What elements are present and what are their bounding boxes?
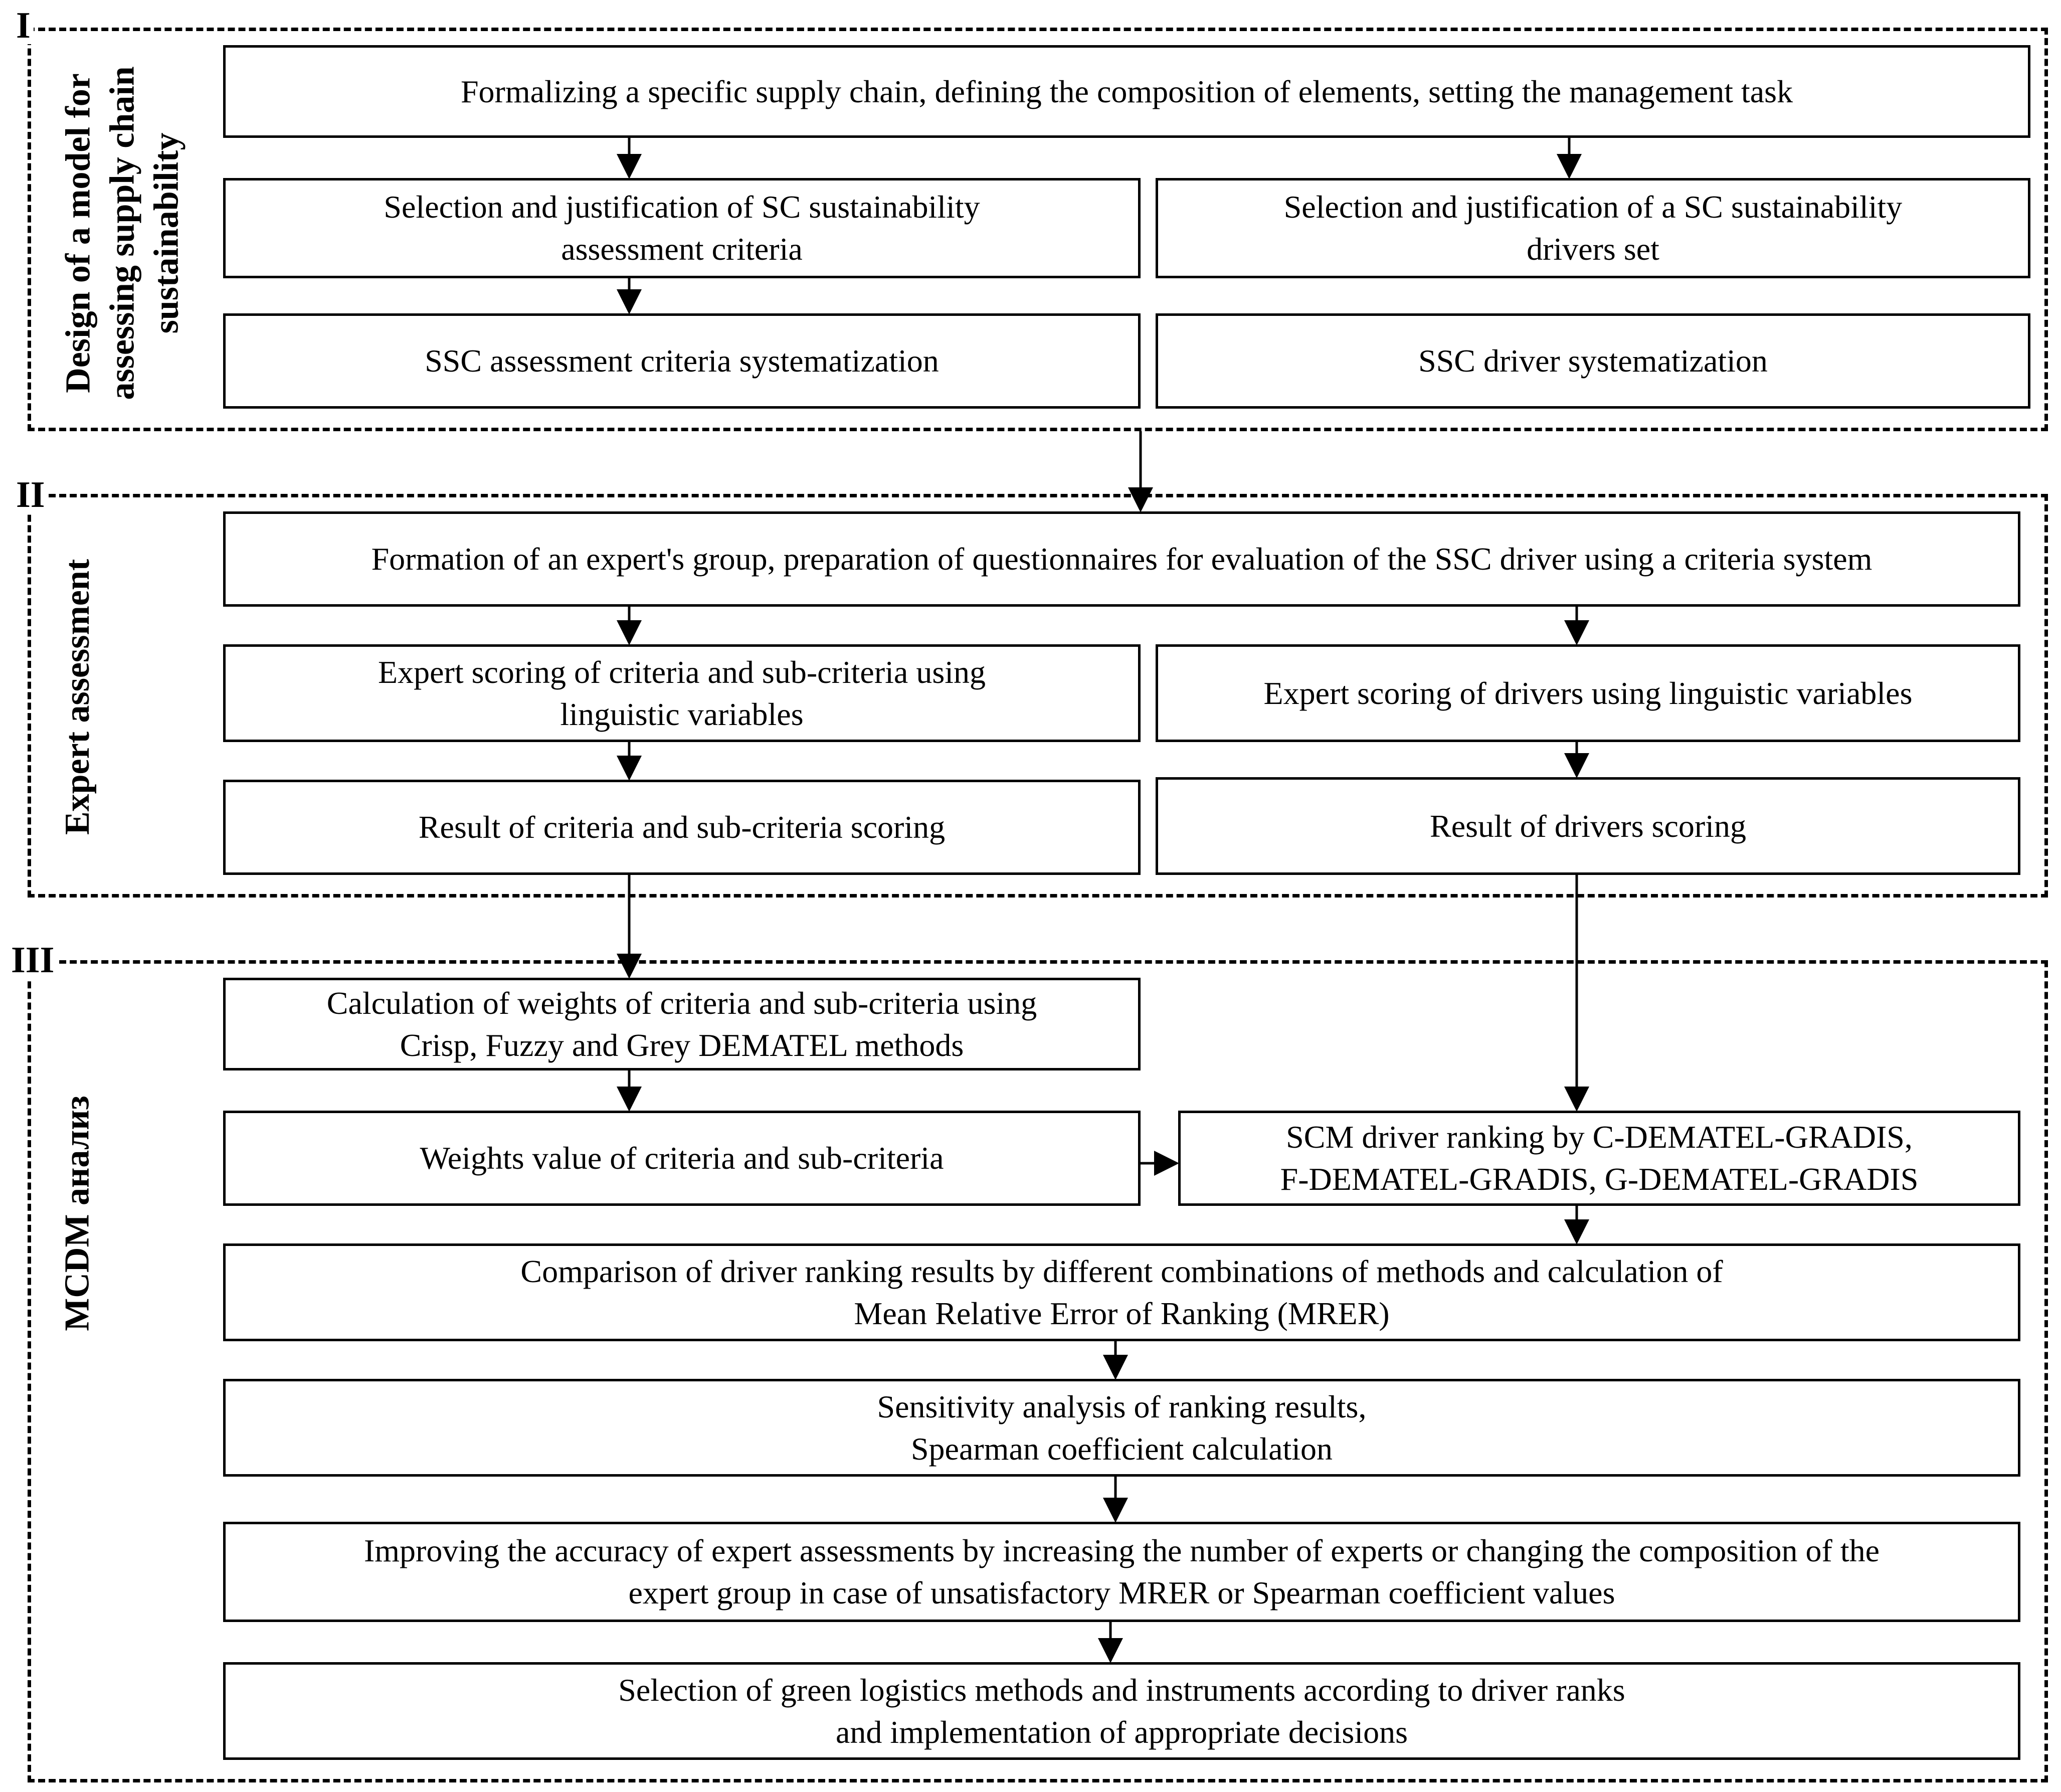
weights-calc-box: Calculation of weights of criteria and s… [223, 978, 1141, 1070]
drivers-scoring-line-1: Expert scoring of drivers using linguist… [1263, 675, 1913, 711]
criteria-scoring-line-1: Expert scoring of criteria and sub-crite… [378, 654, 986, 690]
expert-group-line-1: Formation of an expert's group, preparat… [371, 541, 1872, 577]
formalizing-box: Formalizing a specific supply chain, def… [223, 45, 2030, 138]
weights-calc-line-1: Calculation of weights of criteria and s… [326, 985, 1037, 1021]
driver-systematization-box: SSC driver systematization [1156, 313, 2030, 409]
criteria-selection-line-2: assessment criteria [561, 231, 803, 267]
weights-value-line-1: Weights value of criteria and sub-criter… [420, 1140, 944, 1176]
drivers-result-box: Result of drivers scoring [1156, 777, 2020, 875]
drivers-scoring-box: Expert scoring of drivers using linguist… [1156, 644, 2020, 742]
section-numeral-1: I [13, 7, 34, 44]
section-panel-3 [28, 960, 2048, 1782]
section-panel-1 [28, 28, 2048, 431]
expert-group-box: Formation of an expert's group, preparat… [223, 511, 2020, 607]
driver-ranking-box: SCM driver ranking by C-DEMATEL-GRADIS, … [1178, 1111, 2020, 1206]
weights-calc-line-2: Crisp, Fuzzy and Grey DEMATEL methods [400, 1027, 964, 1063]
criteria-scoring-box: Expert scoring of criteria and sub-crite… [223, 644, 1141, 742]
selection-green-line-1: Selection of green logistics methods and… [618, 1672, 1625, 1708]
sensitivity-line-1: Sensitivity analysis of ranking results, [877, 1388, 1367, 1424]
improving-line-2: expert group in case of unsatisfactory M… [628, 1575, 1615, 1610]
criteria-selection-box: Selection and justification of SC sustai… [223, 178, 1141, 278]
criteria-scoring-line-2: linguistic variables [560, 696, 804, 732]
driver-systematization-line-1: SSC driver systematization [1418, 343, 1768, 379]
criteria-systematization-box: SSC assessment criteria systematization [223, 313, 1141, 409]
section-numeral-3: III [8, 942, 58, 979]
comparison-box: Comparison of driver ranking results by … [223, 1243, 2020, 1341]
driver-ranking-line-2: F-DEMATEL-GRADIS, G-DEMATEL-GRADIS [1280, 1161, 1919, 1197]
criteria-result-line-1: Result of criteria and sub-criteria scor… [418, 809, 946, 845]
criteria-selection-line-1: Selection and justification of SC sustai… [384, 189, 980, 225]
section-panel-2 [28, 494, 2048, 898]
criteria-result-box: Result of criteria and sub-criteria scor… [223, 780, 1141, 875]
sensitivity-box: Sensitivity analysis of ranking results,… [223, 1379, 2020, 1477]
drivers-result-line-1: Result of drivers scoring [1430, 808, 1746, 844]
selection-green-box: Selection of green logistics methods and… [223, 1662, 2020, 1760]
weights-value-box: Weights value of criteria and sub-criter… [223, 1111, 1141, 1206]
selection-green-line-2: and implementation of appropriate decisi… [836, 1714, 1408, 1750]
improving-line-1: Improving the accuracy of expert assessm… [363, 1533, 1880, 1568]
formalizing-line-1: Formalizing a specific supply chain, def… [460, 73, 1793, 109]
drivers-selection-box: Selection and justification of a SC sust… [1156, 178, 2030, 278]
drivers-selection-line-2: drivers set [1527, 231, 1659, 267]
section-numeral-2: II [13, 476, 48, 513]
improving-box: Improving the accuracy of expert assessm… [223, 1522, 2020, 1622]
driver-ranking-line-1: SCM driver ranking by C-DEMATEL-GRADIS, [1286, 1119, 1913, 1155]
comparison-line-1: Comparison of driver ranking results by … [520, 1253, 1723, 1289]
drivers-selection-line-1: Selection and justification of a SC sust… [1283, 189, 1903, 225]
sensitivity-line-2: Spearman coefficient calculation [910, 1430, 1333, 1467]
comparison-line-2: Mean Relative Error of Ranking (MRER) [854, 1295, 1390, 1331]
criteria-systematization-line-1: SSC assessment criteria systematization [425, 343, 939, 379]
